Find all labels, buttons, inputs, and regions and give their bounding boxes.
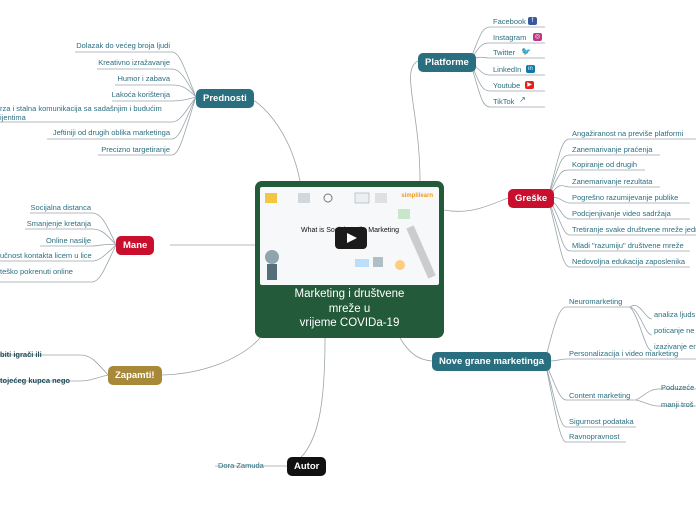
branch-greske[interactable]: Greške — [508, 189, 554, 208]
twitter-icon: 🐦 — [521, 48, 530, 56]
mane-item[interactable]: Socijalna distanca — [31, 203, 91, 213]
platform-item-twitter[interactable]: Twitter — [493, 48, 515, 58]
content-marketing-subitem[interactable]: manji troš — [661, 400, 694, 410]
brand-logo: simplilearn — [401, 193, 433, 199]
external-link-icon[interactable]: ↗ — [518, 96, 527, 104]
nove-grane-item[interactable]: Personalizacija i video marketing — [569, 349, 678, 359]
youtube-icon: ▶ — [525, 81, 534, 89]
content-marketing-subitem[interactable]: Poduzeće — [661, 383, 694, 393]
central-topic-title: Marketing i društvene mreže u vrijeme CO… — [255, 287, 444, 331]
greske-item[interactable]: Nedovoljna edukacija zaposlenika — [572, 257, 685, 267]
autor-item[interactable]: Dora Zamuda — [218, 461, 264, 471]
greske-item[interactable]: Kopiranje od drugih — [572, 160, 637, 170]
greske-item[interactable]: Angažiranost na previše platformi — [572, 129, 683, 139]
nove-grane-item[interactable]: Neuromarketing — [569, 297, 622, 307]
prednosti-item[interactable]: Jeftiniji od drugih oblika marketinga — [53, 128, 170, 138]
greske-item[interactable]: Pogrešno razumijevanje publike — [572, 193, 678, 203]
nove-grane-item[interactable]: Ravnopravnost — [569, 432, 619, 442]
mane-item[interactable]: Smanjenje kretanja — [27, 219, 91, 229]
branch-prednosti[interactable]: Prednosti — [196, 89, 254, 108]
facebook-icon: f — [528, 17, 537, 25]
greske-item[interactable]: Podcjenjivanje video sadržaja — [572, 209, 671, 219]
greske-item[interactable]: Zanemarivanje rezultata — [572, 177, 652, 187]
mane-item[interactable]: učnost kontakta licem u lice — [0, 251, 92, 261]
platform-item-linkedin[interactable]: LinkedIn — [493, 65, 521, 75]
platform-item-tiktok[interactable]: TikTok — [493, 97, 514, 107]
branch-mane[interactable]: Mane — [116, 236, 154, 255]
prednosti-item[interactable]: Dolazak do većeg broja ljudi — [76, 41, 170, 51]
neuromarketing-subitem[interactable]: analiza ljuds — [654, 310, 695, 320]
prednosti-item[interactable]: Kreativno izražavanje — [98, 58, 170, 68]
title-line-3: vrijeme COVIDa-19 — [255, 316, 444, 331]
greske-item[interactable]: Tretiranje svake društvene mreže jednako — [572, 225, 696, 235]
prednosti-item[interactable]: Precizno targetiranje — [101, 145, 170, 155]
branch-platforme[interactable]: Platforme — [418, 53, 476, 72]
zapamti-item[interactable]: biti igrači ili — [0, 350, 42, 360]
prednosti-item-continued: ijentima — [0, 113, 26, 123]
video-thumbnail[interactable]: simplilearn What is Social Media Marketi… — [260, 187, 439, 285]
mane-item[interactable]: Online nasilje — [46, 236, 91, 246]
prednosti-item[interactable]: Humor i zabava — [117, 74, 170, 84]
platform-item-instagram[interactable]: Instagram — [493, 33, 526, 43]
play-button[interactable] — [335, 227, 367, 249]
prednosti-item[interactable]: Lakoća korištenja — [112, 90, 170, 100]
neuromarketing-subitem[interactable]: poticanje ne — [654, 326, 694, 336]
branch-nove-grane[interactable]: Nove grane marketinga — [432, 352, 551, 371]
zapamti-item[interactable]: tojećeg kupca nego — [0, 376, 70, 386]
greske-item[interactable]: Mladi "razumiju" društvene mreže — [572, 241, 684, 251]
branch-autor[interactable]: Autor — [287, 457, 326, 476]
platform-item-facebook[interactable]: Facebook — [493, 17, 526, 27]
nove-grane-item[interactable]: Content marketing — [569, 391, 630, 401]
title-line-1: Marketing i društvene — [255, 287, 444, 302]
central-topic[interactable]: simplilearn What is Social Media Marketi… — [255, 181, 444, 338]
instagram-icon: ◎ — [533, 33, 542, 41]
nove-grane-item[interactable]: Sigurnost podataka — [569, 417, 634, 427]
platform-item-youtube[interactable]: Youtube — [493, 81, 520, 91]
branch-zapamti[interactable]: Zapamti! — [108, 366, 162, 385]
title-line-2: mreže u — [255, 302, 444, 317]
linkedin-icon: in — [526, 65, 535, 73]
greske-item[interactable]: Zanemarivanje praćenja — [572, 145, 652, 155]
mane-item[interactable]: teško pokrenuti online — [0, 267, 73, 277]
